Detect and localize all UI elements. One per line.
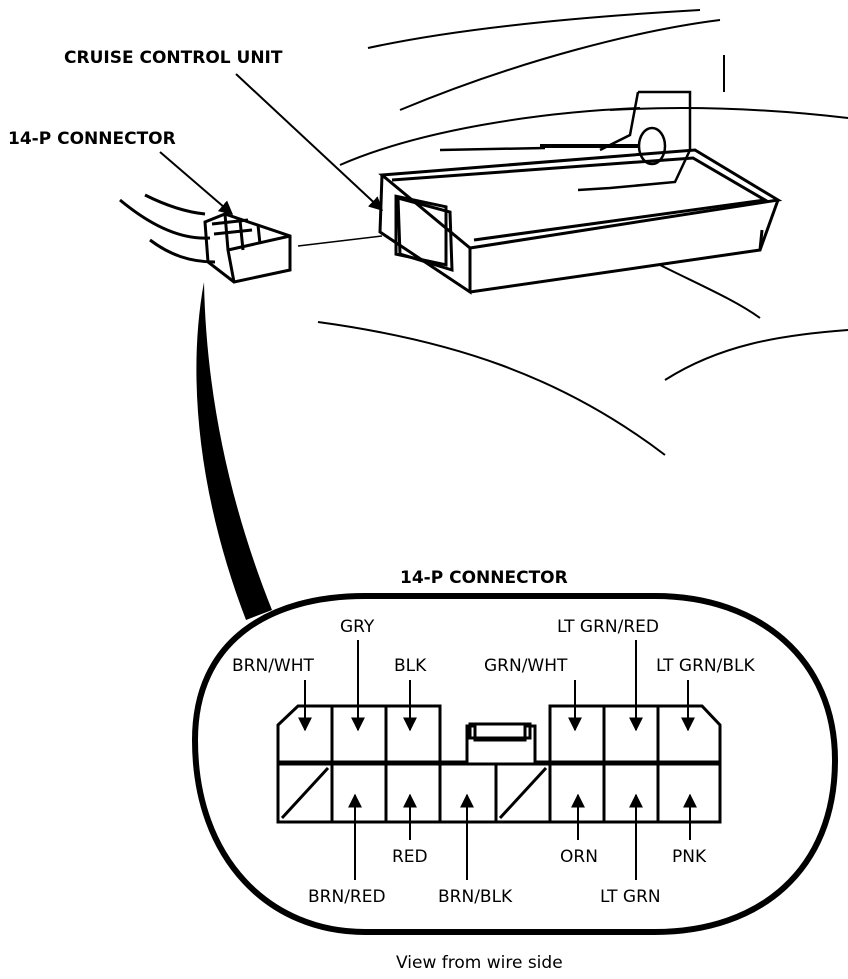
connector-label: 14-P CONNECTOR xyxy=(8,129,176,149)
cruise-control-unit-label: CRUISE CONTROL UNIT xyxy=(64,48,283,68)
top-pin-arrows xyxy=(298,640,695,732)
pin-label-lt-grn-red: LT GRN/RED xyxy=(557,617,659,637)
pin-label-lt-grn-blk: LT GRN/BLK xyxy=(656,656,755,676)
bottom-pin-arrows xyxy=(348,793,697,880)
pin-label-orn: ORN xyxy=(560,847,598,867)
connector-mating-line xyxy=(297,235,383,247)
pin-label-red: RED xyxy=(392,847,428,867)
connector-face xyxy=(276,704,722,824)
connector-leader-line xyxy=(159,151,234,215)
detail-outline xyxy=(191,593,839,935)
pin-label-grn-wht: GRN/WHT xyxy=(484,656,568,676)
pin-label-blk: BLK xyxy=(394,656,427,676)
pin-label-brn-red: BRN/RED xyxy=(308,887,386,907)
connector-detail-title: 14-P CONNECTOR xyxy=(400,568,568,588)
background-body-outlines xyxy=(317,9,848,456)
pin-label-brn-wht: BRN/WHT xyxy=(232,656,315,676)
pin-label-pnk: PNK xyxy=(672,847,707,867)
small-connector xyxy=(119,193,292,284)
mounting-bracket xyxy=(439,90,692,192)
pin-label-gry: GRY xyxy=(340,617,375,637)
view-caption: View from wire side xyxy=(396,953,563,973)
zoom-wedge xyxy=(196,282,272,620)
pin-label-lt-grn: LT GRN xyxy=(600,887,661,907)
pin-label-brn-blk: BRN/BLK xyxy=(438,887,513,907)
cruise-control-unit xyxy=(378,148,783,295)
unit-leader-line xyxy=(235,73,384,211)
